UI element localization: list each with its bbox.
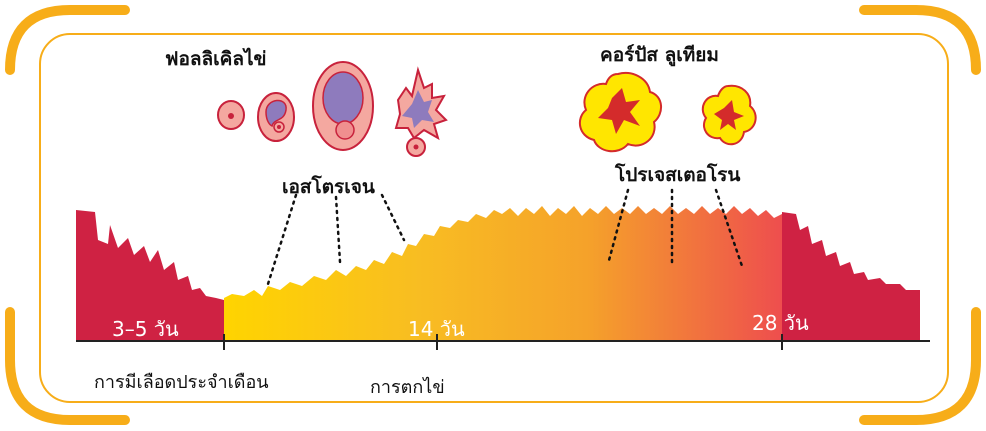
estrogen-label: เอสโตรเจน [282, 172, 375, 202]
cycle-end-label: 28 วัน [752, 307, 809, 339]
menstruation-label: การมีเลือดประจำเดือน [94, 367, 269, 396]
follicle-label: ฟอลลิเคิลไข่ [165, 44, 267, 74]
follicle-icon [218, 62, 446, 156]
ovulation-day-label: 14 วัน [408, 313, 465, 345]
corpus-luteum-label: คอร์ปัส ลูเทียม [600, 40, 719, 70]
ovulation-label: การตกไข่ [370, 372, 445, 401]
menses-duration-label: 3–5 วัน [112, 313, 179, 345]
corpus-luteum-icon [580, 73, 756, 151]
corner-accent-top-left [10, 10, 125, 70]
corner-accent-top-right [864, 10, 976, 70]
cycle-phase-gradient [224, 206, 782, 340]
progesterone-label: โปรเจสเตอโรน [615, 160, 740, 190]
